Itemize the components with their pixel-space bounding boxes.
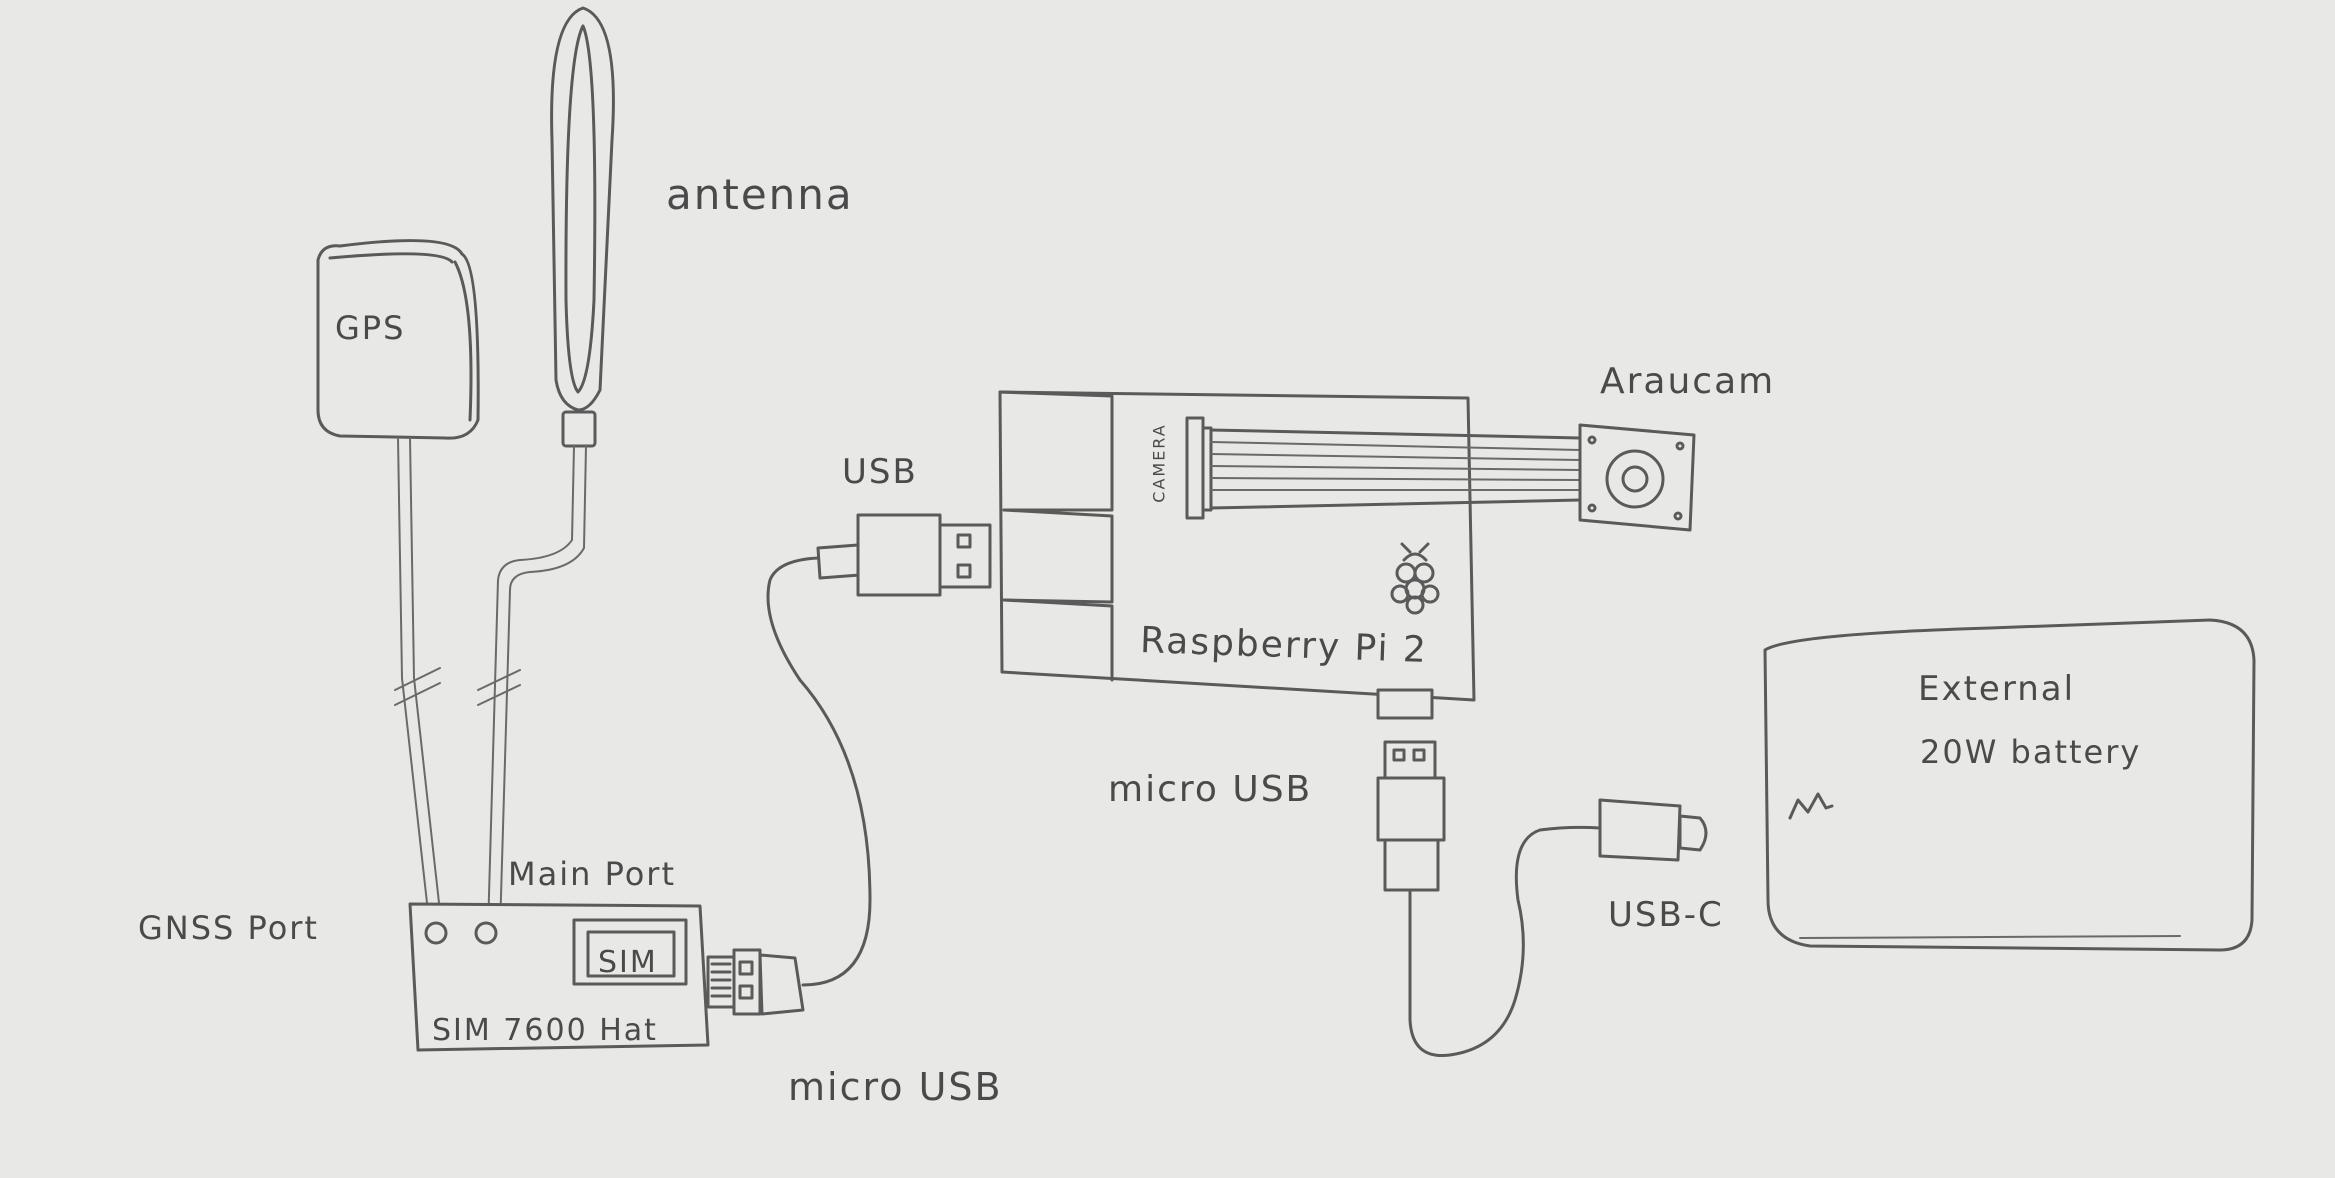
raspberry-pi-board [998, 390, 1476, 720]
usb-a-plug [856, 513, 992, 597]
micro-usb-bottom-label: micro USB [788, 1065, 1003, 1109]
arducam-label: Araucam [1600, 361, 1776, 402]
sim-card-label: SIM [598, 945, 658, 980]
sim-hat-board [408, 902, 710, 1052]
usb-cable-hat-to-pi [766, 543, 872, 987]
sim-hat-label: SIM 7600 Hat [432, 1013, 658, 1048]
raspberry-pi-label: Raspberry Pi 2 [1139, 619, 1429, 672]
main-port-label: Main Port [508, 855, 676, 893]
raspberry-logo-icon [1390, 542, 1440, 615]
pi-micro-usb-plug [1376, 740, 1446, 892]
micro-usb-right-label: micro USB [1108, 769, 1313, 810]
gps-label: GPS [335, 309, 406, 347]
camera-connector-label: CAMERA [1149, 423, 1169, 503]
gps-cable [394, 437, 443, 931]
arducam-module [1578, 423, 1696, 532]
camera-ribbon-cable [1209, 428, 1582, 510]
antenna-label: antenna [666, 170, 854, 219]
external-battery [1763, 618, 2256, 952]
battery-brand-icon [1788, 792, 1834, 820]
usb-c-cable [1408, 798, 1708, 1058]
usb-c-label: USB-C [1608, 895, 1724, 935]
gnss-port-label: GNSS Port [138, 909, 319, 947]
gps-module [316, 239, 480, 440]
battery-label-line1: External [1918, 669, 2076, 709]
hat-micro-usb-plug [706, 948, 805, 1016]
antenna-cable [477, 445, 587, 931]
antenna-part [550, 6, 615, 448]
battery-label-line2: 20W battery [1920, 733, 2142, 771]
usb-label: USB [842, 452, 918, 492]
